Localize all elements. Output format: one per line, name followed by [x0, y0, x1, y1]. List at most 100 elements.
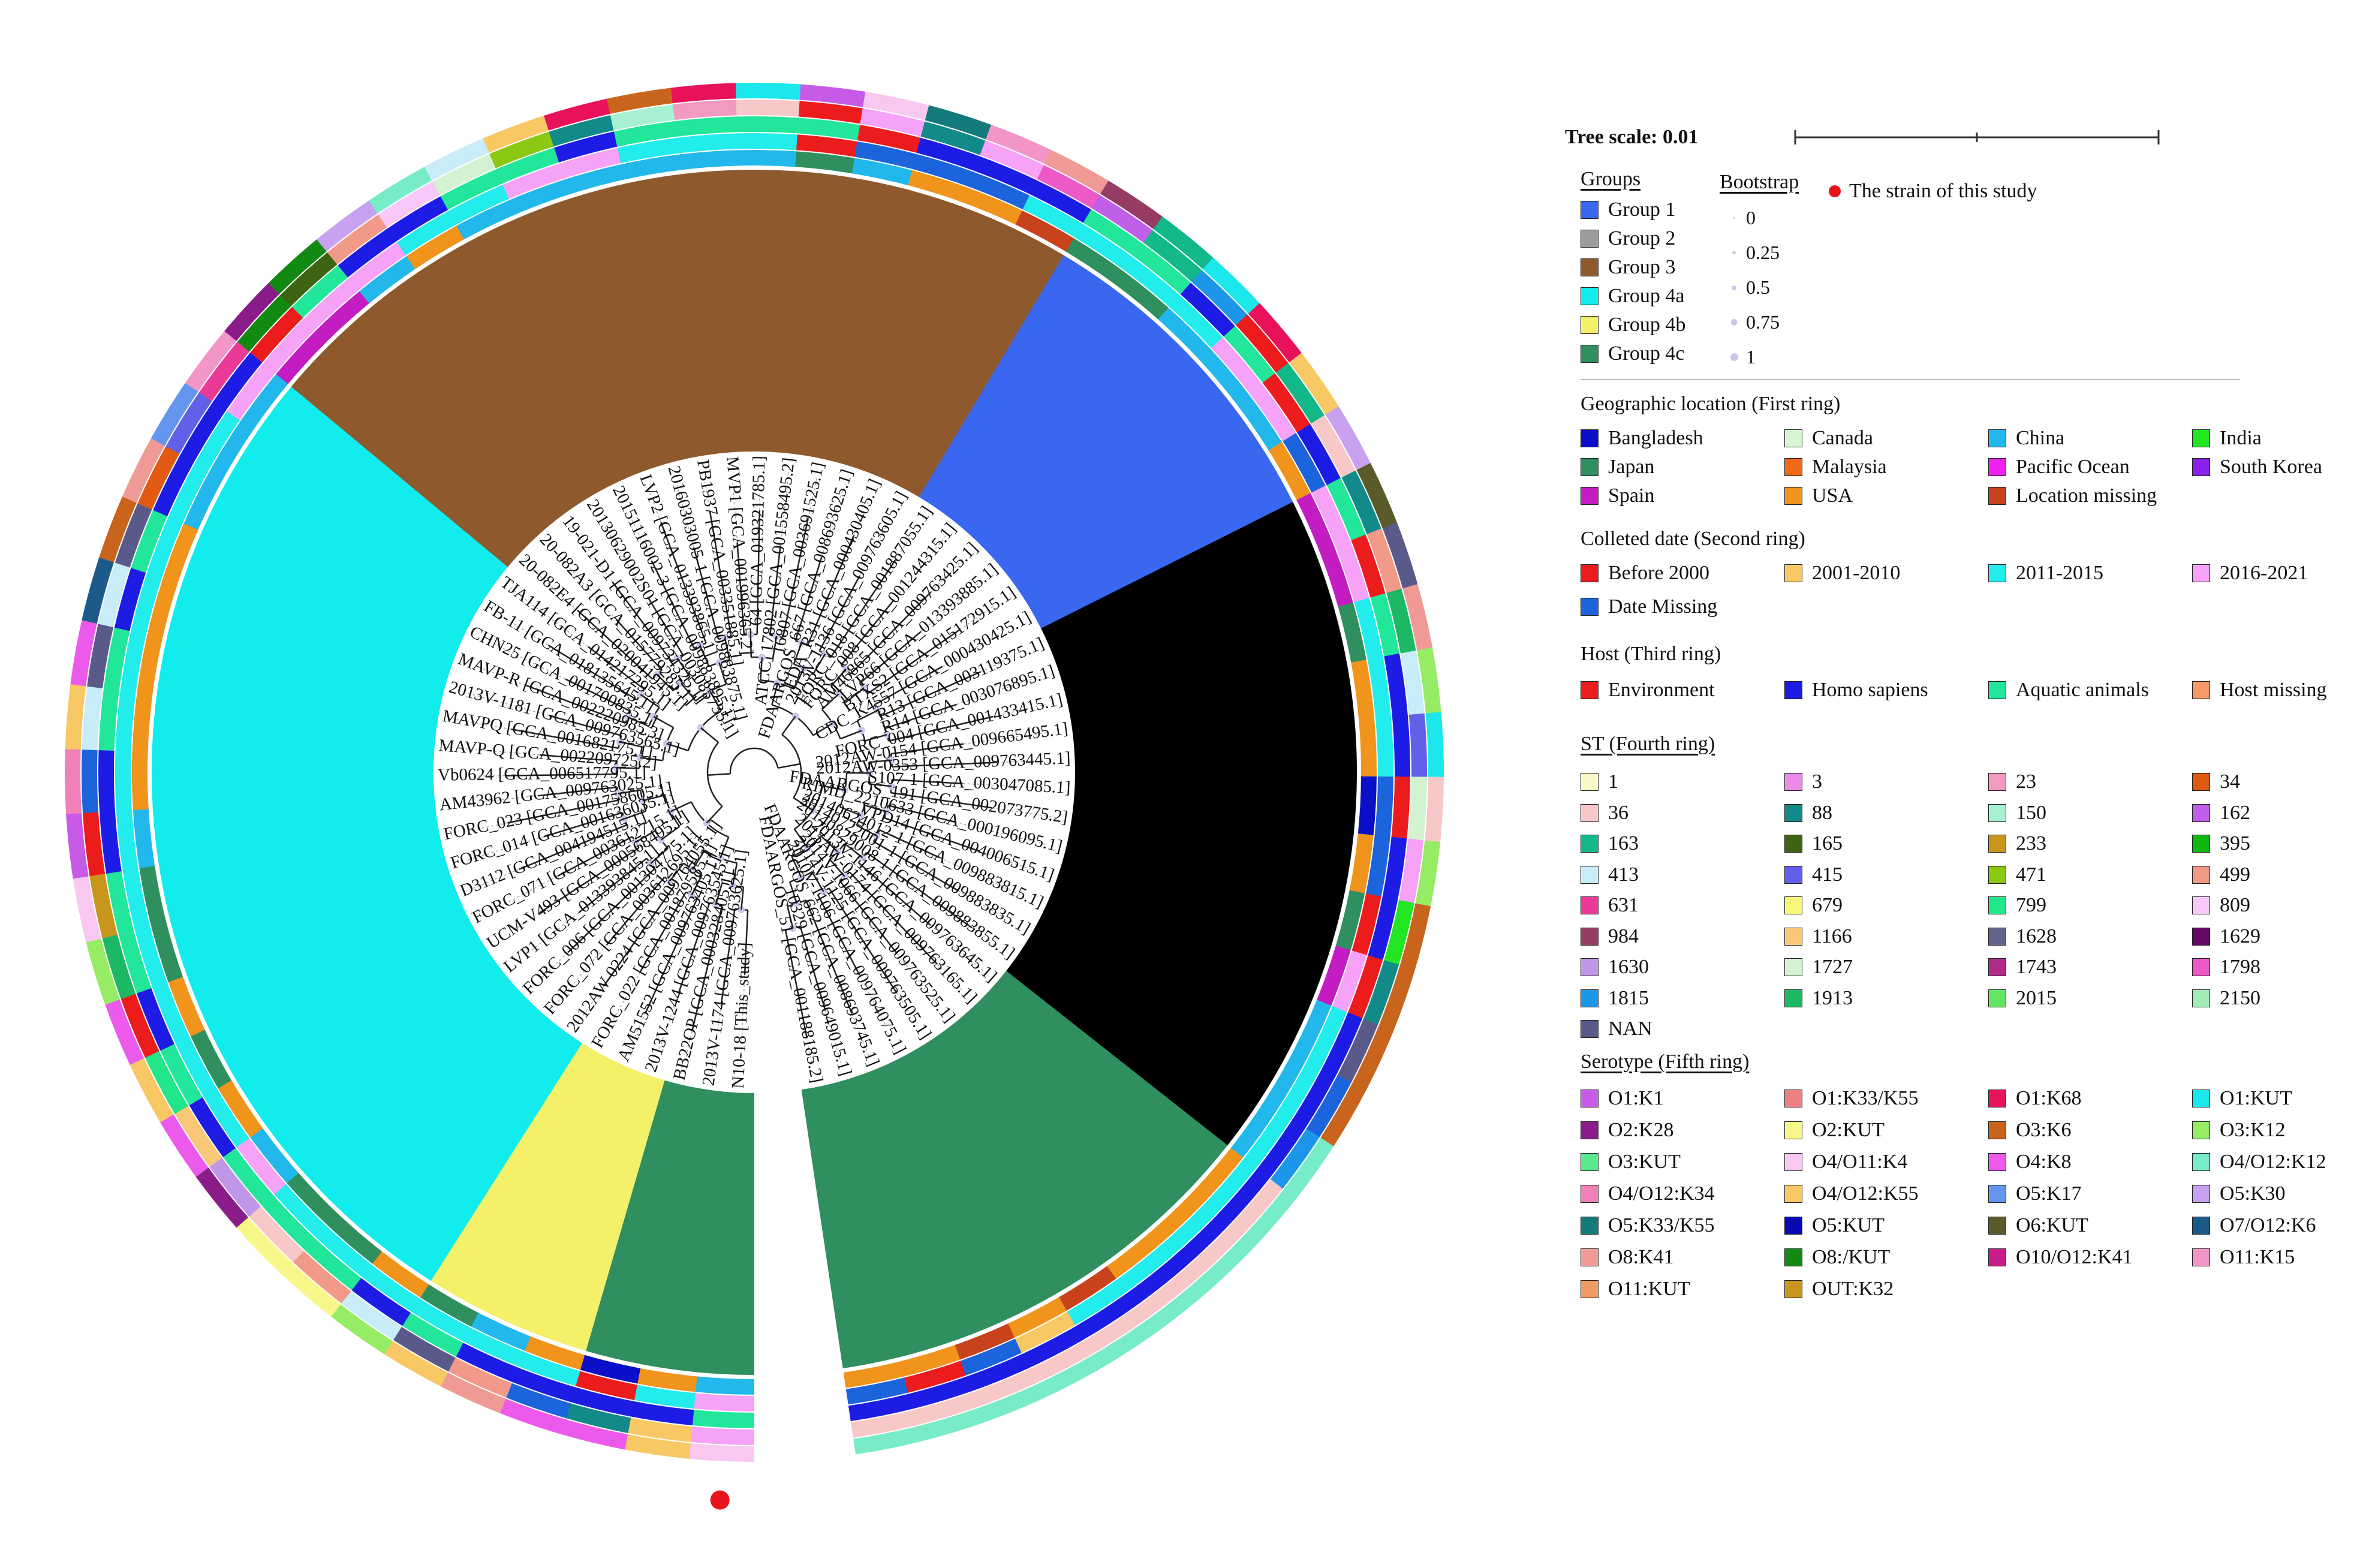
date-ring-cell	[263, 318, 315, 374]
date-ring-cell	[960, 1338, 1022, 1376]
serotype-legend-label: O4:K8	[2016, 1151, 2072, 1173]
date-ring-cell	[448, 184, 510, 225]
st-legend-label: NAN	[1608, 1018, 1652, 1040]
serotype-legend-label: O5:K30	[2220, 1182, 2286, 1205]
tree-branch	[839, 806, 862, 817]
color-swatch	[2192, 1121, 2210, 1139]
host-ring-cell	[98, 688, 119, 751]
color-swatch	[1784, 989, 1802, 1007]
host-ring-cell	[857, 125, 922, 154]
host-legend-label: Aquatic animals	[2016, 679, 2149, 701]
group-legend-label: Group 4a	[1608, 285, 1685, 307]
tree-branch	[605, 824, 627, 835]
st-ring-cell	[393, 1326, 456, 1372]
tree-branch	[625, 675, 645, 690]
host-ring-cell	[153, 454, 195, 517]
date-ring-cell	[303, 278, 359, 330]
strain-label: 64 [GCA_019321785.1]	[746, 456, 769, 626]
serotype-legend-label: O5:K33/K55	[1608, 1214, 1715, 1236]
color-swatch	[1988, 1153, 2006, 1171]
group-clade-sector	[372, 272, 576, 525]
serotype-ring-cell	[1356, 463, 1398, 529]
geo-ring-cell	[1230, 1101, 1278, 1158]
geo-ring-cell	[1058, 1266, 1116, 1311]
serotype-ring-cell	[150, 382, 198, 446]
tree-branch	[670, 634, 684, 655]
geo-legend-title: Geographic location (First ring)	[1581, 393, 1841, 415]
tree-branch	[594, 773, 617, 775]
st-ring-cell	[1037, 165, 1101, 209]
tree-branch	[718, 662, 727, 685]
tree-branch	[567, 883, 640, 953]
date-ring-cell	[1067, 1280, 1126, 1326]
serotype-ring-cell	[268, 239, 327, 294]
bootstrap-node	[857, 727, 865, 735]
st-legend-item: 631	[1581, 893, 1639, 917]
st-ring-cell	[1366, 528, 1402, 594]
geo-ring-cell	[637, 1368, 697, 1392]
tree-branch	[691, 850, 706, 870]
host-ring-cell	[292, 265, 348, 318]
st-ring-cell	[87, 623, 114, 689]
st-legend-label: 2015	[2016, 986, 2057, 1009]
date-legend-item: 2011-2015	[1988, 561, 2103, 585]
tree-branch	[712, 616, 720, 640]
st-ring-cell	[115, 502, 152, 568]
serotype-ring-cell	[82, 556, 115, 624]
st-ring-cell	[1275, 363, 1325, 425]
group-clade-sector	[1024, 920, 1290, 1100]
date-ring-cell	[1335, 540, 1369, 603]
tree-branch	[540, 754, 594, 760]
date-ring-cell	[617, 137, 679, 164]
tree-branch	[784, 929, 791, 953]
tree-branch	[603, 903, 663, 987]
st-legend-label: 1913	[1812, 986, 1853, 1009]
tree-branch	[597, 799, 619, 806]
st-legend-item: 984	[1581, 925, 1639, 949]
st-legend-item: 1727	[1784, 955, 1853, 979]
geo-ring-cell	[1236, 393, 1283, 451]
date-ring-cell	[676, 133, 738, 154]
serotype-ring-cell	[1289, 353, 1339, 416]
color-swatch	[2192, 429, 2210, 447]
st-legend-label: 233	[2016, 832, 2046, 854]
date-ring-cell	[134, 925, 167, 988]
serotype-ring-cell	[1044, 149, 1109, 195]
geo-ring-cell	[150, 921, 183, 982]
geo-ring-cell	[1335, 890, 1365, 951]
st-ring-cell	[1408, 777, 1427, 841]
date-ring-cell	[1351, 893, 1381, 956]
host-ring-cell	[338, 228, 397, 278]
tree-branch	[650, 847, 669, 864]
tree-branch	[829, 859, 845, 877]
tree-branch	[647, 486, 662, 523]
geo-ring-cell	[843, 1361, 904, 1388]
serotype-legend-label: O4/O12:K12	[2220, 1151, 2326, 1173]
host-ring-cell	[250, 306, 304, 363]
st-ring-cell	[911, 1392, 977, 1426]
color-swatch	[2192, 564, 2210, 582]
color-swatch	[2192, 773, 2210, 791]
host-ring-cell	[630, 1401, 694, 1426]
geo-legend-label: Malaysia	[1812, 456, 1887, 478]
st-ring-cell	[1184, 1226, 1241, 1281]
host-ring-cell	[136, 988, 174, 1051]
bootstrap-dot-icon	[1722, 217, 1746, 219]
tree-branch	[547, 644, 618, 689]
st-ring-cell	[1143, 230, 1203, 282]
serotype-ring-cell	[1153, 216, 1214, 270]
st-ring-cell	[165, 392, 212, 455]
group-clade-sector	[892, 228, 1064, 498]
group-clade-sector	[915, 1033, 1105, 1294]
group-clade-sector	[1068, 804, 1354, 890]
st-legend-item: 413	[1581, 863, 1639, 887]
st-ring-cell	[1270, 1128, 1320, 1190]
tree-branch	[657, 643, 673, 663]
st-ring-cell	[448, 1357, 512, 1398]
serotype-legend-label: O6:KUT	[2016, 1214, 2088, 1236]
tree-branch	[687, 898, 699, 919]
tree-branch	[793, 668, 805, 690]
st-legend-label: 34	[2220, 771, 2240, 793]
geo-legend-item: South Korea	[2192, 455, 2322, 479]
serotype-ring-cell	[70, 619, 97, 687]
